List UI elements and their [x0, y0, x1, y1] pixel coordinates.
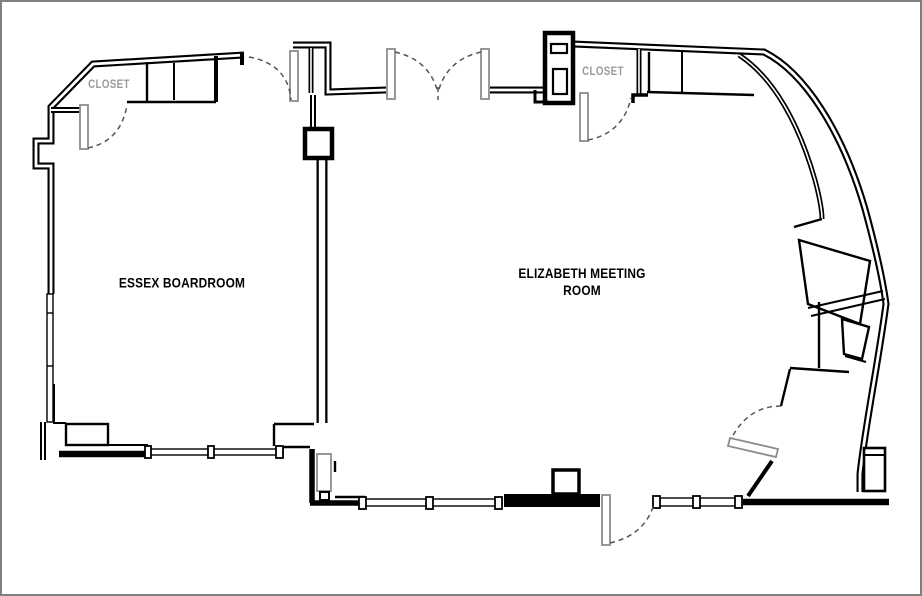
wall-band [504, 494, 600, 507]
door-leaves [79, 48, 780, 546]
curved-wall-bay-lower [840, 317, 871, 361]
column [551, 468, 581, 496]
door-leaf-closet-left [79, 104, 89, 150]
door-leaf-essex-top [289, 50, 299, 102]
door-swing-arcs [87, 51, 782, 544]
window-walls [46, 293, 743, 510]
room-label-elizabeth-line1: ELIZABETH MEETING [518, 265, 646, 282]
cabinets-and-closets [53, 30, 887, 493]
door-leaf-bottom [601, 494, 611, 546]
door-leaf-double-left [386, 48, 396, 100]
door-arc-bottom-right [730, 405, 782, 440]
closet-label-left: CLOSET [88, 79, 130, 91]
room-label-elizabeth: ELIZABETH MEETING ROOM [518, 265, 645, 299]
room-label-essex: ESSEX BOARDROOM [118, 274, 246, 291]
dividing-wall [302, 48, 335, 423]
door-arc-double-left [394, 51, 439, 94]
bottom-walls [59, 422, 889, 507]
door-arc-bottom [609, 503, 655, 544]
room-label-elizabeth-line2: ROOM [563, 282, 601, 298]
cabinet [64, 422, 110, 447]
outer-walls [36, 44, 886, 492]
door-arc-double-right [437, 51, 482, 94]
door-leaf-closet-right [579, 92, 589, 142]
door-jamb-wall [746, 459, 774, 498]
door-arc-closet-right [587, 97, 632, 141]
window-left [46, 293, 54, 423]
divider-column [302, 126, 335, 161]
closet-label-right: CLOSET [582, 66, 624, 78]
interior-walls [639, 49, 886, 498]
door-arc-closet-left [87, 104, 128, 149]
door-arc-essex-top [248, 56, 292, 101]
door-leaf-bottom-right-angled [726, 436, 780, 459]
door-leaf-divider-bottom [316, 453, 332, 492]
window-bottom-left [147, 448, 284, 456]
door-leaf-double-right [480, 48, 490, 100]
door-stop [319, 491, 330, 501]
cabinet [862, 446, 887, 493]
